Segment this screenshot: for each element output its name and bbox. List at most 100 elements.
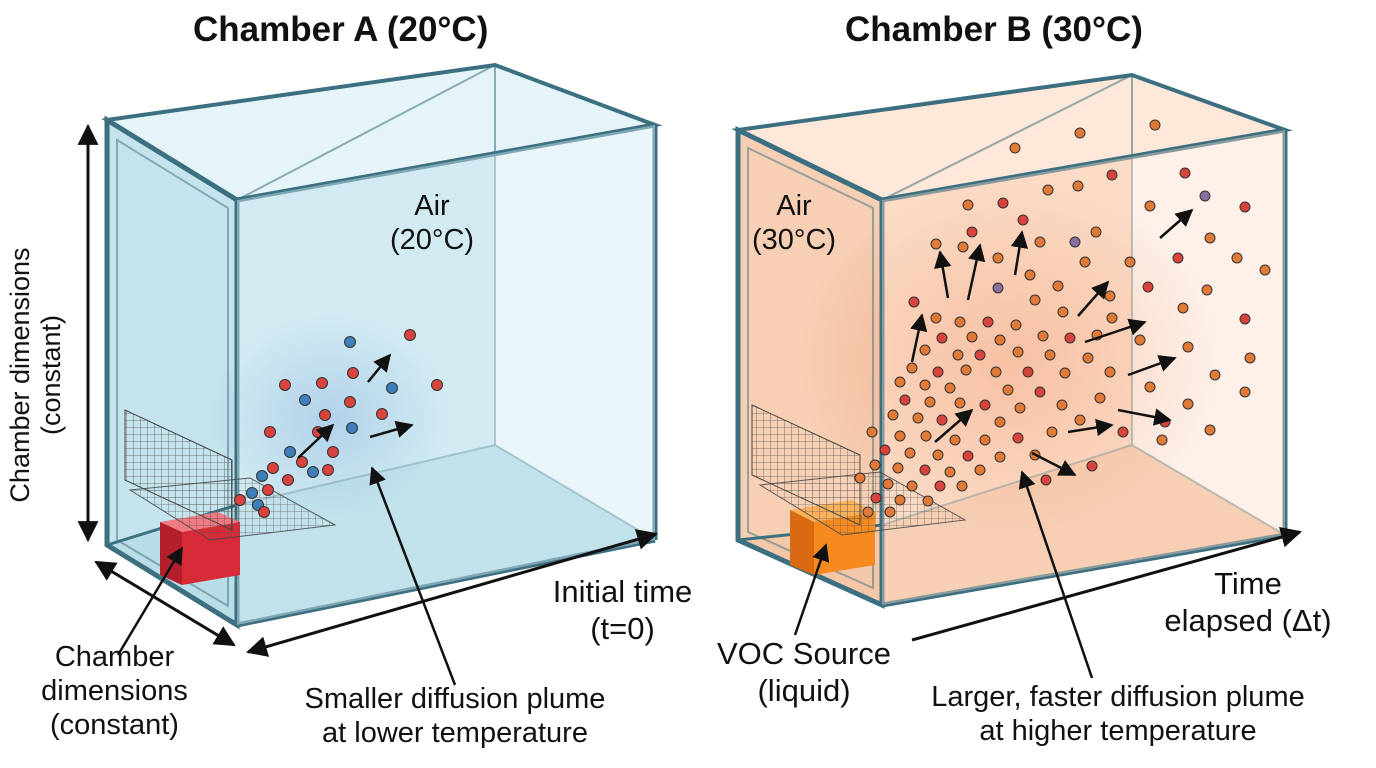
time-elapsed-line2: elapsed (Δt): [1164, 602, 1332, 638]
molecule: [1074, 127, 1086, 139]
molecule: [966, 226, 978, 238]
molecule: [1204, 232, 1216, 244]
initial-time-line1: Initial time: [552, 574, 693, 609]
molecule: [1064, 332, 1076, 344]
plume-a-line2: at lower temperature: [322, 717, 588, 750]
plume-b-label: Larger, faster diffusion plume at higher…: [868, 680, 1368, 748]
molecule: [1134, 334, 1146, 346]
movement-arrow: [367, 353, 392, 383]
molecule: [894, 494, 906, 506]
molecule: [1046, 426, 1058, 438]
molecule: [954, 316, 966, 328]
molecule: [919, 464, 931, 476]
molecule: [994, 334, 1006, 346]
air-label: Air: [776, 190, 812, 222]
molecule: [299, 394, 311, 406]
plume-a-line1: Smaller diffusion plume: [304, 683, 606, 715]
source-pointer-a: [116, 546, 184, 656]
movement-arrows-a: [297, 353, 414, 459]
molecules-b: [854, 119, 1271, 518]
molecule: [1106, 312, 1118, 324]
molecule: [319, 409, 331, 421]
molecule: [887, 409, 899, 421]
molecule: [246, 487, 258, 499]
molecule: [1012, 346, 1024, 358]
molecule: [1037, 330, 1049, 342]
molecule: [866, 426, 878, 438]
molecule: [908, 296, 920, 308]
molecule: [1104, 366, 1116, 378]
molecule: [1024, 269, 1036, 281]
molecule: [404, 329, 416, 341]
molecule: [906, 480, 918, 492]
molecule: [869, 459, 881, 471]
molecule: [1144, 200, 1156, 212]
molecule: [997, 197, 1009, 209]
molecule: [934, 480, 946, 492]
plume-b-line1: Larger, faster diffusion plume: [931, 681, 1305, 713]
molecule: [1156, 434, 1168, 446]
molecule: [1201, 284, 1213, 296]
molecule: [1069, 236, 1081, 248]
molecule: [884, 506, 896, 518]
plume-b-line2: at higher temperature: [979, 715, 1257, 748]
plume-pointer-a: [369, 466, 457, 686]
plume-pointer-b: [1018, 470, 1094, 679]
molecule: [1010, 319, 1022, 331]
height-label-line1: Chamber dimensions: [4, 247, 35, 503]
molecule: [1074, 414, 1086, 426]
molecule: [944, 466, 956, 478]
molecule: [1034, 386, 1046, 398]
molecule: [1124, 256, 1136, 268]
molecule: [912, 412, 924, 424]
molecule: [386, 382, 398, 394]
molecule: [1244, 352, 1256, 364]
movement-arrow: [1159, 208, 1194, 239]
width-dimension-arrow-a: [245, 529, 659, 657]
molecule: [1057, 306, 1069, 318]
molecule: [1172, 252, 1184, 264]
dimension-arrows: [77, 123, 1303, 657]
voc-source-label: VOC Source (liquid): [695, 636, 913, 709]
molecule: [1086, 460, 1098, 472]
voc-source-line2: (liquid): [757, 672, 851, 708]
molecule: [1179, 167, 1191, 179]
molecule: [282, 474, 294, 486]
molecule: [1090, 226, 1102, 238]
molecule: [956, 480, 968, 492]
molecule: [1056, 399, 1068, 411]
movement-arrow: [934, 250, 952, 299]
depth-label-line2: dimensions: [41, 675, 188, 708]
molecule: [862, 506, 874, 518]
movement-arrow: [1127, 355, 1177, 377]
molecule: [1012, 432, 1024, 444]
molecule: [904, 447, 916, 459]
movement-arrow: [910, 313, 928, 363]
molecule: [966, 331, 978, 343]
depth-dimension-arrow: [94, 560, 236, 647]
molecule: [1104, 290, 1116, 302]
initial-time-label: Initial time (t=0): [530, 574, 715, 647]
air-temperature: (20°C): [389, 224, 475, 257]
molecule: [1117, 426, 1129, 438]
molecule: [1204, 424, 1216, 436]
depth-label-line1: Chamber: [54, 641, 175, 673]
molecule: [1231, 252, 1243, 264]
molecule: [962, 450, 974, 462]
movement-arrow: [1067, 418, 1114, 437]
molecule: [1209, 369, 1221, 381]
molecule: [979, 434, 991, 446]
mesh-floor-a: [128, 477, 337, 541]
molecule: [1182, 398, 1194, 410]
molecule: [1239, 201, 1251, 213]
molecule: [1059, 367, 1071, 379]
chamber-a-air-label: Air (20°C): [382, 189, 482, 257]
molecule: [1142, 281, 1154, 293]
height-dimension-label: Chamber dimensions (constant): [5, 247, 67, 502]
molecule: [1040, 474, 1052, 486]
molecule: [1022, 366, 1034, 378]
molecule: [944, 382, 956, 394]
molecule: [1182, 341, 1194, 353]
molecule: [258, 506, 270, 518]
